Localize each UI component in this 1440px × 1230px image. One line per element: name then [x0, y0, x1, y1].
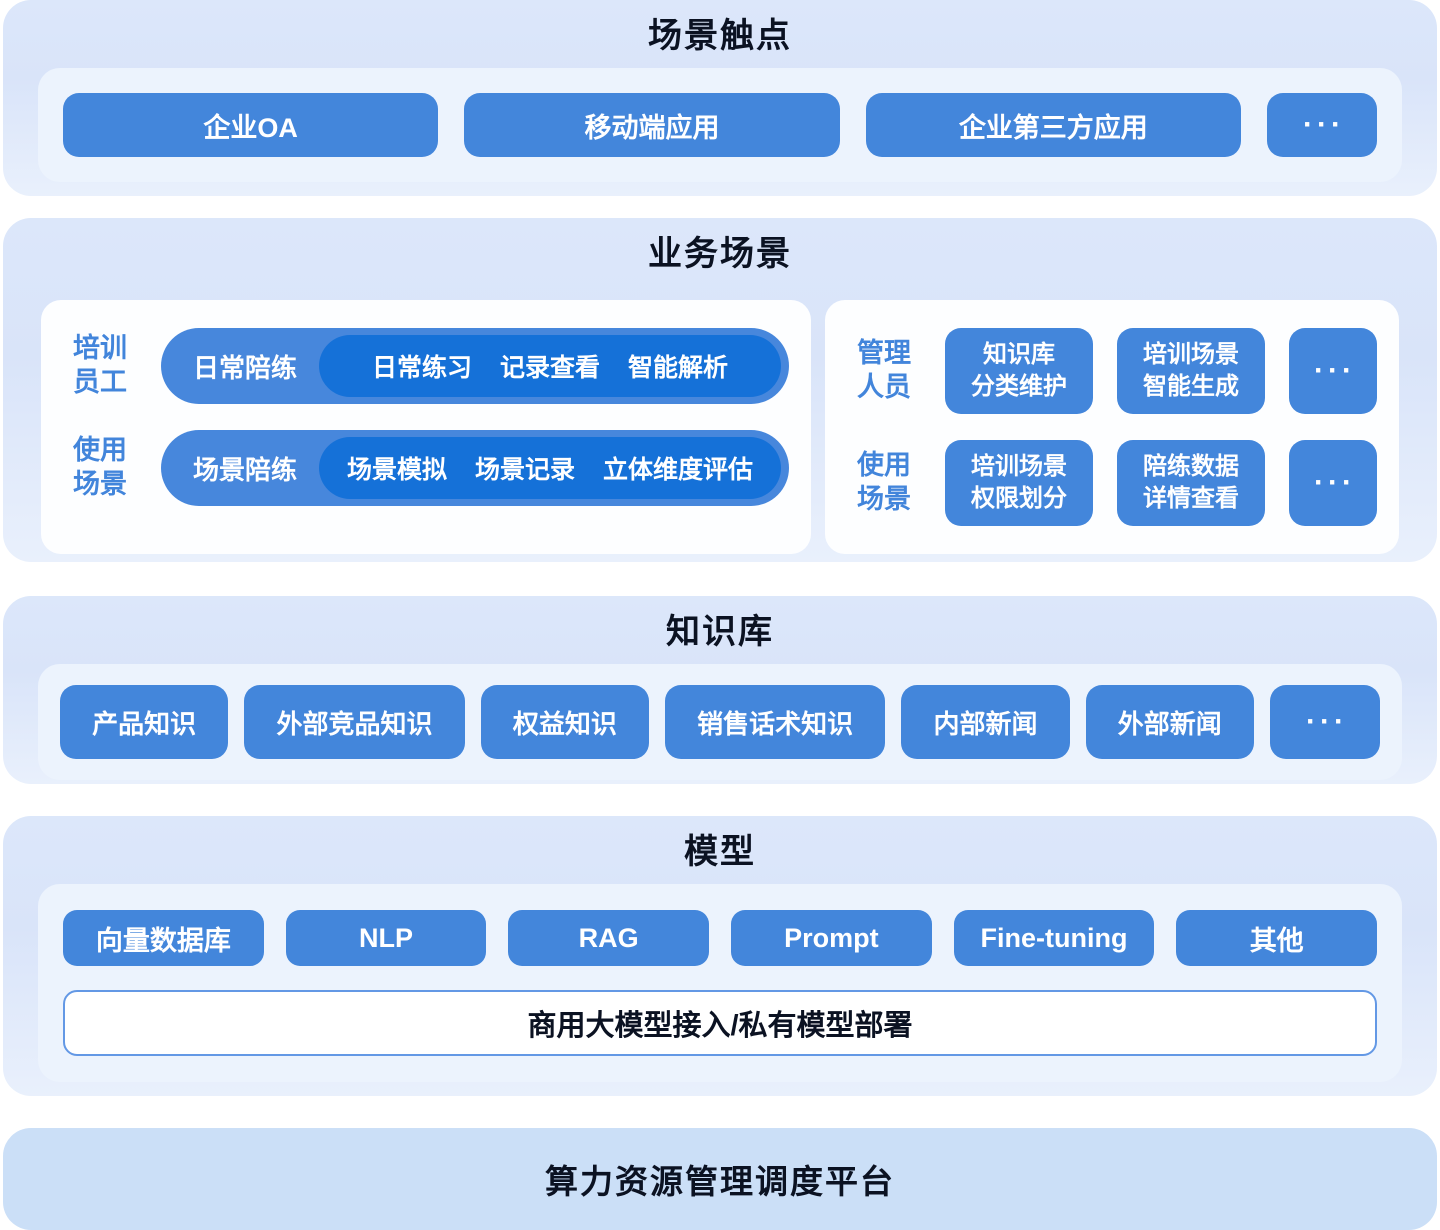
- section-model: 模型 向量数据库 NLP RAG Prompt Fine-tuning 其他 商…: [3, 816, 1437, 1108]
- chip-internal-news: 内部新闻: [901, 685, 1070, 759]
- chip-scene-permission: 培训场景 权限划分: [945, 440, 1093, 526]
- model-tray: 向量数据库 NLP RAG Prompt Fine-tuning 其他 商用大模…: [38, 884, 1402, 1082]
- section-touchpoints: 场景触点 企业OA 移动端应用 企业第三方应用 ···: [3, 0, 1437, 208]
- chip-competitor-knowledge: 外部竞品知识: [244, 685, 465, 759]
- model-title: 模型: [684, 833, 756, 871]
- card-trainee-scenarios: 培训 员工 日常陪练 日常练习 记录查看 智能解析 使用: [41, 300, 811, 554]
- more-ellipsis-icon: ···: [1269, 685, 1380, 759]
- more-ellipsis-icon: ···: [1289, 328, 1377, 414]
- knowledge-title: 知识库: [666, 613, 774, 651]
- more-ellipsis-icon: ···: [1289, 440, 1377, 526]
- daily-practice-items: 日常练习 记录查看 智能解析: [319, 335, 781, 397]
- usage-label: 使用 场景: [857, 450, 911, 514]
- business-cards: 培训 员工 日常陪练 日常练习 记录查看 智能解析 使用: [41, 300, 1399, 554]
- chip-external-news: 外部新闻: [1085, 685, 1254, 759]
- card-admin-scenarios: 管理 人员 知识库 分类维护 培训场景 智能生成 ··· 使用: [825, 300, 1399, 554]
- chip-mobile-app: 移动端应用: [464, 93, 840, 157]
- more-ellipsis-icon: ···: [1266, 93, 1377, 157]
- model-chip-row: 向量数据库 NLP RAG Prompt Fine-tuning 其他: [63, 910, 1378, 966]
- pill-label: 日常陪练: [193, 352, 298, 383]
- platform-title: 算力资源管理调度平台: [545, 1163, 895, 1200]
- chip-other: 其他: [1176, 910, 1378, 966]
- chip-sales-script-knowledge: 销售话术知识: [664, 685, 886, 759]
- section-compute-platform: 算力资源管理调度平台: [3, 1128, 1437, 1230]
- chip-prompt: Prompt: [731, 910, 932, 966]
- admin-row-2: 使用 场景 培训场景 权限划分 陪练数据 详情查看 ···: [847, 440, 1377, 526]
- chip-rag: RAG: [508, 910, 710, 966]
- chip-vector-database: 向量数据库: [63, 910, 264, 966]
- scene-practice-row: 使用 场景 场景陪练 场景模拟 场景记录 立体维度评估: [63, 430, 789, 506]
- admin-row-1: 管理 人员 知识库 分类维护 培训场景 智能生成 ···: [847, 328, 1377, 414]
- business-title: 业务场景: [648, 235, 792, 273]
- chip-product-knowledge: 产品知识: [60, 685, 229, 759]
- chip-fine-tuning: Fine-tuning: [953, 910, 1155, 966]
- admin-label: 管理 人员: [857, 338, 911, 402]
- chip-scene-auto-generation: 培训场景 智能生成: [1117, 328, 1265, 414]
- chip-kb-category-maintenance: 知识库 分类维护: [945, 328, 1093, 414]
- pill-label: 场景陪练: [193, 454, 298, 485]
- touchpoints-title: 场景触点: [648, 17, 792, 55]
- chip-third-party-app: 企业第三方应用: [865, 93, 1241, 157]
- trainee-label: 培训 员工: [73, 333, 127, 397]
- scene-practice-pill: 场景陪练 场景模拟 场景记录 立体维度评估: [161, 430, 789, 506]
- touchpoints-tray: 企业OA 移动端应用 企业第三方应用 ···: [38, 68, 1402, 182]
- usage-label: 使用 场景: [73, 435, 127, 499]
- model-access-bar: 商用大模型接入/私有模型部署: [63, 990, 1377, 1056]
- knowledge-tray: 产品知识 外部竞品知识 权益知识 销售话术知识 内部新闻 外部新闻 ···: [38, 664, 1402, 780]
- chip-enterprise-oa: 企业OA: [63, 93, 439, 157]
- chip-practice-data-detail: 陪练数据 详情查看: [1117, 440, 1265, 526]
- daily-practice-pill: 日常陪练 日常练习 记录查看 智能解析: [161, 328, 789, 404]
- chip-benefits-knowledge: 权益知识: [480, 685, 649, 759]
- section-knowledge-base: 知识库 产品知识 外部竞品知识 权益知识 销售话术知识 内部新闻 外部新闻 ··…: [3, 596, 1437, 796]
- section-business-scenarios: 业务场景 培训 员工 日常陪练 日常练习 记录查看 智能解析: [3, 218, 1437, 574]
- daily-practice-row: 培训 员工 日常陪练 日常练习 记录查看 智能解析: [63, 328, 789, 404]
- chip-nlp: NLP: [285, 910, 487, 966]
- scene-practice-items: 场景模拟 场景记录 立体维度评估: [319, 437, 781, 499]
